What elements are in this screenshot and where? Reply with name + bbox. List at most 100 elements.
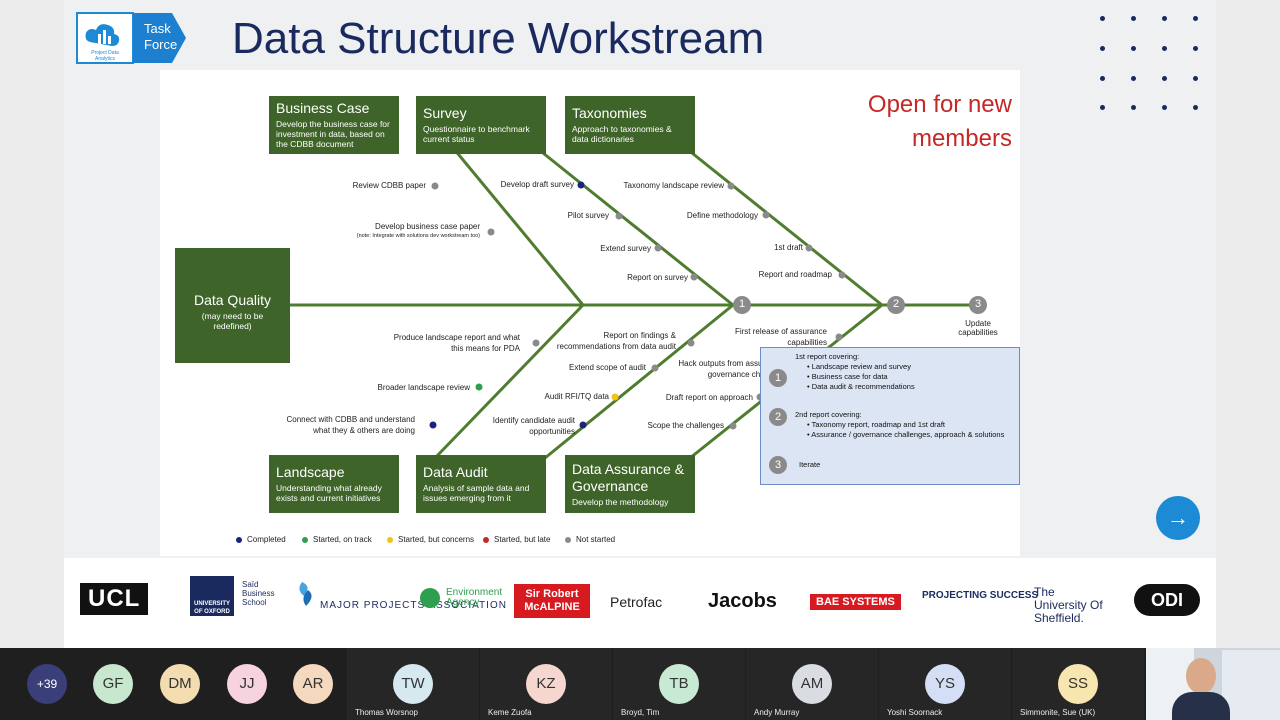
participant-name: Yoshi Soornack: [887, 708, 943, 717]
video-banner: [1222, 650, 1280, 720]
participant-avatar: AM: [792, 664, 832, 704]
legend-not-started: Not started: [565, 535, 615, 544]
participant-tile[interactable]: SS Simmonite, Sue (UK): [1012, 648, 1144, 720]
label-review-cdbb: Review CDBB paper: [352, 181, 426, 190]
legend-late: Started, but late: [483, 535, 550, 544]
data-assurance-box: Data Assurance & Governance Develop the …: [565, 455, 695, 513]
note-number-1: 1: [769, 369, 787, 387]
jacobs-logo: Jacobs: [708, 590, 777, 612]
box-description: Approach to taxonomies & data dictionari…: [572, 124, 672, 144]
participant-avatar: TB: [659, 664, 699, 704]
legend-completed: Completed: [236, 535, 286, 544]
legend-dot: [387, 536, 393, 543]
label-report-survey: Report on survey: [627, 273, 688, 282]
milestone-3: 3: [974, 298, 982, 310]
legend-dot: [302, 536, 308, 543]
presenter-body: [1172, 692, 1230, 720]
oxford-logo: UNIVERSITY OF OXFORD: [190, 576, 234, 616]
participant-tile[interactable]: YS Yoshi Soornack: [879, 648, 1011, 720]
legend-dot: [483, 536, 489, 543]
participant-tile[interactable]: TB Broyd, Tim: [613, 648, 745, 720]
milestone-notes-box: 1 1st report covering: • Landscape revie…: [760, 347, 1020, 485]
presentation-slide: Task Force Project Data Analytics Data S…: [64, 0, 1216, 648]
participant-avatar: YS: [925, 664, 965, 704]
said-business-school-logo: Saïd Business School: [242, 580, 275, 607]
legend-dot: [236, 536, 242, 543]
presenter-video[interactable]: [1146, 648, 1280, 720]
participant-name: Simmonite, Sue (UK): [1020, 708, 1096, 717]
note-2-text: 2nd report covering: • Taxonomy report, …: [795, 410, 1005, 439]
participant-avatar[interactable]: JJ: [227, 664, 267, 704]
major-projects-icon: [298, 580, 316, 608]
box-description: Develop the business case for investment…: [276, 119, 390, 149]
presenter-face: [1186, 658, 1216, 694]
sponsor-logos: UCL UNIVERSITY OF OXFORD Saïd Business S…: [64, 566, 1216, 636]
logo-small-text: Project Data Analytics: [91, 50, 119, 62]
major-projects-logo: MAJOR PROJECTS ASSOCIATION: [320, 600, 507, 611]
arrow-right-icon: →: [1167, 505, 1189, 530]
participant-avatar[interactable]: DM: [160, 664, 200, 704]
label-draft-report: Draft report on approach: [665, 393, 753, 402]
box-title: Data Assurance & Governance: [572, 461, 685, 494]
odi-logo: ODI: [1134, 584, 1200, 616]
next-slide-button[interactable]: →: [1156, 496, 1200, 540]
legend-on-track: Started, on track: [302, 535, 372, 544]
slide-margin-left: [0, 0, 64, 648]
logo-text-line2: Force: [144, 37, 178, 52]
participant-avatar[interactable]: AR: [293, 664, 333, 704]
data-quality-title: Data Quality: [193, 292, 272, 308]
slide-margin-right: [1216, 0, 1280, 648]
label-develop-business-case: Develop business case paper: [375, 222, 480, 231]
sheffield-logo: The University Of Sheffield.: [1034, 585, 1103, 625]
label-scope-challenges: Scope the challenges: [647, 421, 725, 430]
participants-bar: +39 GF DM JJ AR TW Thomas Worsnop KZ Kem…: [0, 648, 1280, 720]
decorative-dots: [1100, 16, 1200, 116]
label-extend-audit: Extend scope of audit: [569, 363, 646, 372]
more-participants-button[interactable]: +39: [27, 664, 67, 704]
box-description: Questionnaire to benchmark current statu…: [423, 124, 530, 144]
taxonomies-box: Taxonomies Approach to taxonomies & data…: [565, 96, 695, 154]
participant-name: Thomas Worsnop: [355, 708, 418, 717]
label-business-case-note: (note: Integrate with solutions dev work…: [356, 233, 480, 239]
participant-avatar[interactable]: GF: [93, 664, 133, 704]
box-description: Analysis of sample data and issues emerg…: [423, 483, 530, 503]
label-define-methodology: Define methodology: [686, 211, 758, 220]
label-draft-survey: Develop draft survey: [500, 180, 574, 189]
note-3-text: Iterate: [799, 460, 821, 469]
data-audit-box: Data Audit Analysis of sample data and i…: [416, 455, 546, 513]
box-title: Data Audit: [423, 464, 488, 480]
box-description: Develop the methodology: [572, 497, 669, 507]
participant-name: Keme Zuofa: [488, 708, 532, 717]
fishbone-lines: [290, 125, 987, 460]
participant-name: Broyd, Tim: [621, 708, 660, 717]
survey-box: Survey Questionnaire to benchmark curren…: [416, 96, 546, 154]
projecting-success-logo: PROJECTING SUCCESS: [922, 590, 1039, 601]
data-quality-subtitle: (may need to be redefined): [201, 311, 264, 331]
environment-agency-logo: Environment Agency: [446, 587, 503, 608]
participant-avatar: TW: [393, 664, 433, 704]
label-hack-outputs: Hack outputs from assurance &governance …: [678, 359, 790, 379]
box-title: Business Case: [276, 100, 370, 116]
participant-tile[interactable]: KZ Keme Zuofa: [480, 648, 612, 720]
label-first-draft: 1st draft: [774, 243, 803, 252]
box-description: Understanding what already exists and cu…: [276, 483, 382, 503]
mcalpine-logo: Sir Robert McALPINE: [514, 584, 590, 618]
legend-concerns: Started, but concerns: [387, 535, 474, 544]
ucl-logo: UCL: [80, 583, 149, 615]
slide-title: Data Structure Workstream: [232, 14, 765, 63]
participant-avatar: SS: [1058, 664, 1098, 704]
participant-tile[interactable]: TW Thomas Worsnop: [347, 648, 479, 720]
box-title: Taxonomies: [572, 105, 647, 121]
legend-dot: [565, 536, 571, 543]
landscape-box: Landscape Understanding what already exi…: [269, 455, 399, 513]
label-report-roadmap: Report and roadmap: [758, 270, 832, 279]
label-taxonomy-review: Taxonomy landscape review: [623, 181, 725, 190]
milestone-2: 2: [892, 298, 900, 310]
business-case-box: Business Case Develop the business case …: [269, 96, 399, 154]
participant-tile[interactable]: AM Andy Murray: [746, 648, 878, 720]
